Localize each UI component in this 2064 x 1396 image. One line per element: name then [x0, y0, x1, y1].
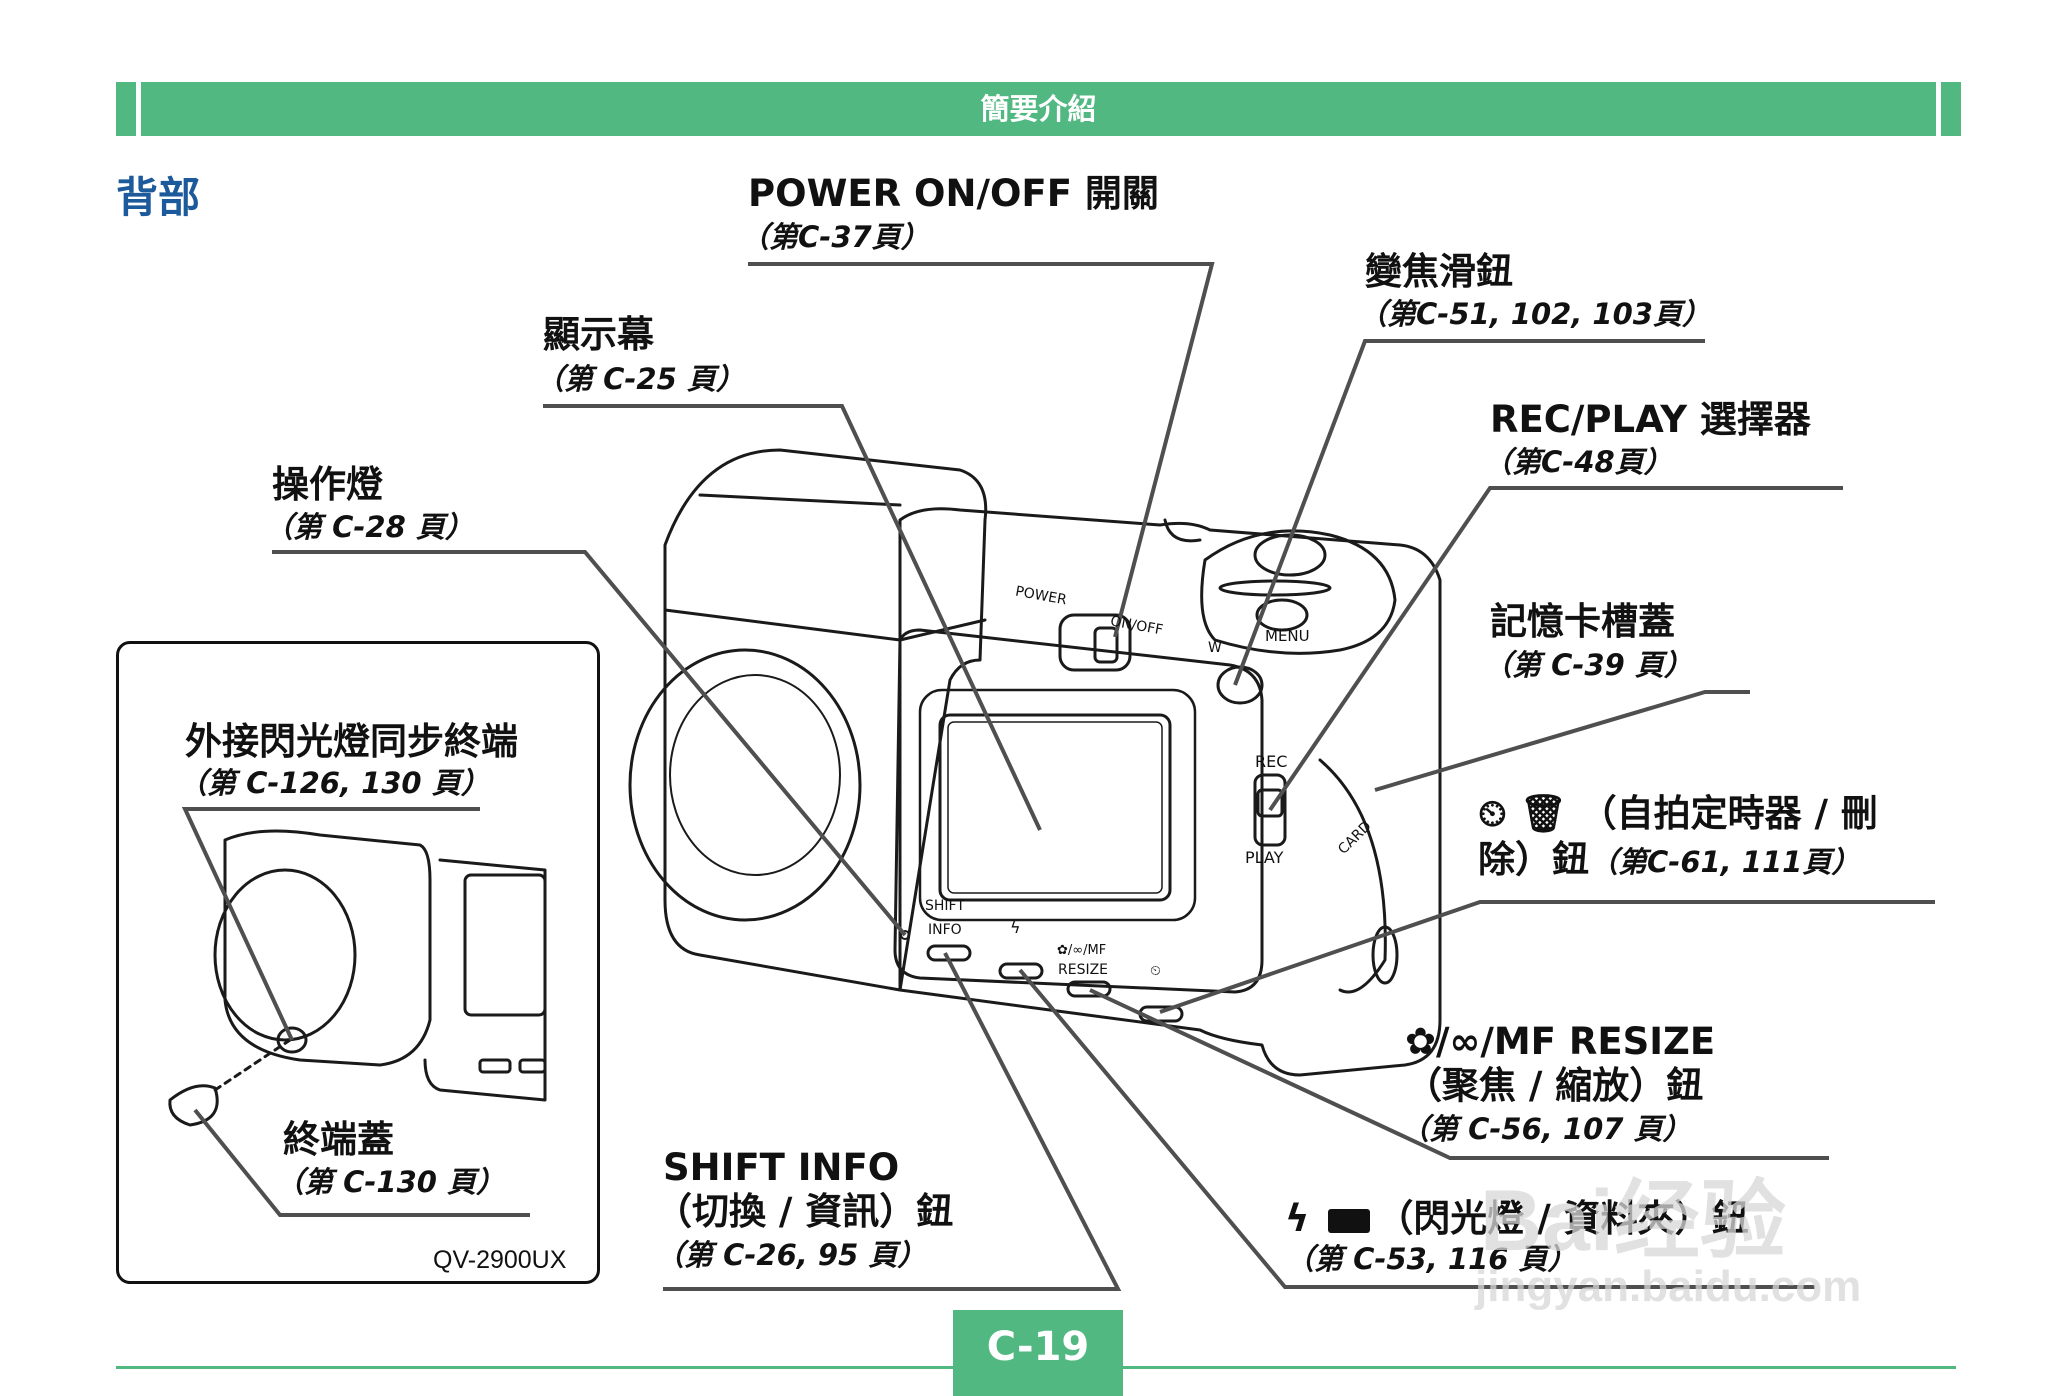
label-shift-line1: SHIFT INFO	[663, 1146, 900, 1189]
label-recplay-ref: （第C-48頁）	[1483, 445, 1673, 479]
rear-panel	[893, 628, 1264, 994]
header-left-tab	[116, 82, 136, 136]
camera-text-play: PLAY	[1245, 848, 1284, 867]
lcd-frame	[918, 688, 1197, 922]
label-cardcover-name: 記憶卡槽蓋	[1490, 600, 1675, 643]
leader-cardcover	[1374, 690, 1750, 792]
label-macro-ref: （第 C-56, 107 頁）	[1400, 1112, 1692, 1146]
selftimer-text-2: 除）鈕	[1478, 838, 1589, 881]
macro-text-1: /∞/MF RESIZE	[1436, 1020, 1716, 1063]
camera-text-info: INFO	[928, 922, 962, 938]
label-power-ref: （第C-37頁）	[740, 220, 930, 254]
label-shift-ref: （第 C-26, 95 頁）	[655, 1238, 927, 1272]
power-switch	[1058, 613, 1132, 672]
flash-button-shape	[998, 962, 1044, 980]
lens-barrel	[628, 648, 862, 922]
card-slot-door	[1318, 758, 1387, 994]
inset-frame	[116, 641, 600, 1284]
leader-selftimer	[1159, 900, 1935, 1014]
leader-zoom	[1233, 339, 1705, 686]
camera-body	[898, 507, 1442, 1077]
leader-recplay	[1268, 486, 1843, 812]
leader-sync	[181, 807, 480, 1041]
camera-text-menu: MENU	[1265, 627, 1310, 645]
label-recplay-name: REC/PLAY 選擇器	[1490, 398, 1811, 441]
page-number: C-19	[953, 1310, 1123, 1396]
camera-mf-text: /∞/MF	[1067, 943, 1107, 958]
macro-button-shape	[1066, 980, 1112, 998]
label-monitor-ref: （第 C-25 頁）	[535, 362, 745, 396]
selftimer-text-1: （自拍定時器 / 刪	[1579, 792, 1878, 835]
header-right-tab	[1941, 82, 1961, 136]
leader-termcover	[193, 1108, 530, 1217]
inset-model-name: QV-2900UX	[433, 1246, 567, 1274]
label-cardcover-ref: （第 C-39 頁）	[1483, 648, 1693, 682]
label-zoom-name: 變焦滑鈕	[1365, 250, 1513, 293]
label-oplamp-ref: （第 C-28 頁）	[264, 510, 474, 544]
label-sync-name: 外接閃光燈同步終端	[185, 720, 518, 763]
folder-icon	[1328, 1208, 1371, 1233]
leader-oplamp	[272, 550, 907, 937]
label-monitor-name: 顯示幕	[543, 313, 654, 356]
camera-text-rec: REC	[1255, 752, 1288, 771]
trash-icon: 🗑	[1519, 792, 1567, 835]
label-power-name: POWER ON/OFF 開關	[748, 172, 1159, 215]
timer-button-shape	[1138, 1005, 1184, 1023]
timer-symbol-icon: ⏲	[1150, 963, 1161, 979]
watermark-brand: Bai经验	[1480, 1173, 1786, 1269]
flash-text: （閃光燈 / 資料夾）鈕	[1376, 1197, 1749, 1240]
label-flash-ref: （第 C-53, 116 頁）	[1285, 1242, 1577, 1276]
lcd-screen	[938, 713, 1172, 902]
watermark-url: jingyan.baidu.com	[1475, 1262, 1862, 1311]
flash-icon: ϟ	[1285, 1197, 1310, 1240]
label-selftimer-ref: （第C-61, 111頁）	[1589, 845, 1861, 879]
label-shift-line2: （切換 / 資訊）鈕	[655, 1190, 954, 1233]
leader-macro	[1089, 988, 1829, 1160]
camera-text-mf: ✿/∞/MF	[1057, 943, 1106, 958]
label-macro-line2: （聚焦 / 縮放）鈕	[1405, 1064, 1704, 1107]
label-termcover-name: 終端蓋	[283, 1118, 394, 1161]
page-header-title: 簡要介紹	[141, 82, 1936, 136]
control-dial	[1200, 529, 1397, 655]
label-selftimer-line2: 除）鈕（第C-61, 111頁）	[1478, 838, 1860, 881]
label-flash-line: ϟ （閃光燈 / 資料夾）鈕	[1285, 1197, 1749, 1240]
rec-play-switch	[1253, 773, 1287, 847]
lens-housing	[663, 448, 988, 992]
leader-flash	[1018, 968, 1815, 1289]
leader-shift	[663, 952, 1122, 1291]
label-termcover-ref: （第 C-130 頁）	[275, 1165, 506, 1199]
label-selftimer-line1: ⏲ 🗑 （自拍定時器 / 刪	[1478, 792, 1878, 835]
flash-symbol-icon: ϟ	[1010, 918, 1021, 937]
camera-text-resize: RESIZE	[1058, 962, 1109, 978]
camera-text-w: W	[1208, 640, 1222, 656]
self-timer-icon: ⏲	[1478, 792, 1507, 835]
leader-power	[748, 262, 1215, 638]
section-title: 背部	[116, 173, 201, 222]
macro-flower-icon: ✿	[1057, 943, 1068, 958]
macro-icon: ✿	[1405, 1020, 1437, 1063]
label-macro-line1: ✿/∞/MF RESIZE	[1405, 1020, 1715, 1063]
label-oplamp-name: 操作燈	[272, 463, 383, 506]
label-sync-ref: （第 C-126, 130 頁）	[178, 766, 490, 800]
camera-text-shift: SHIFT	[925, 898, 965, 914]
label-zoom-ref: （第C-51, 102, 103頁）	[1358, 297, 1711, 331]
leader-monitor	[543, 404, 1042, 831]
